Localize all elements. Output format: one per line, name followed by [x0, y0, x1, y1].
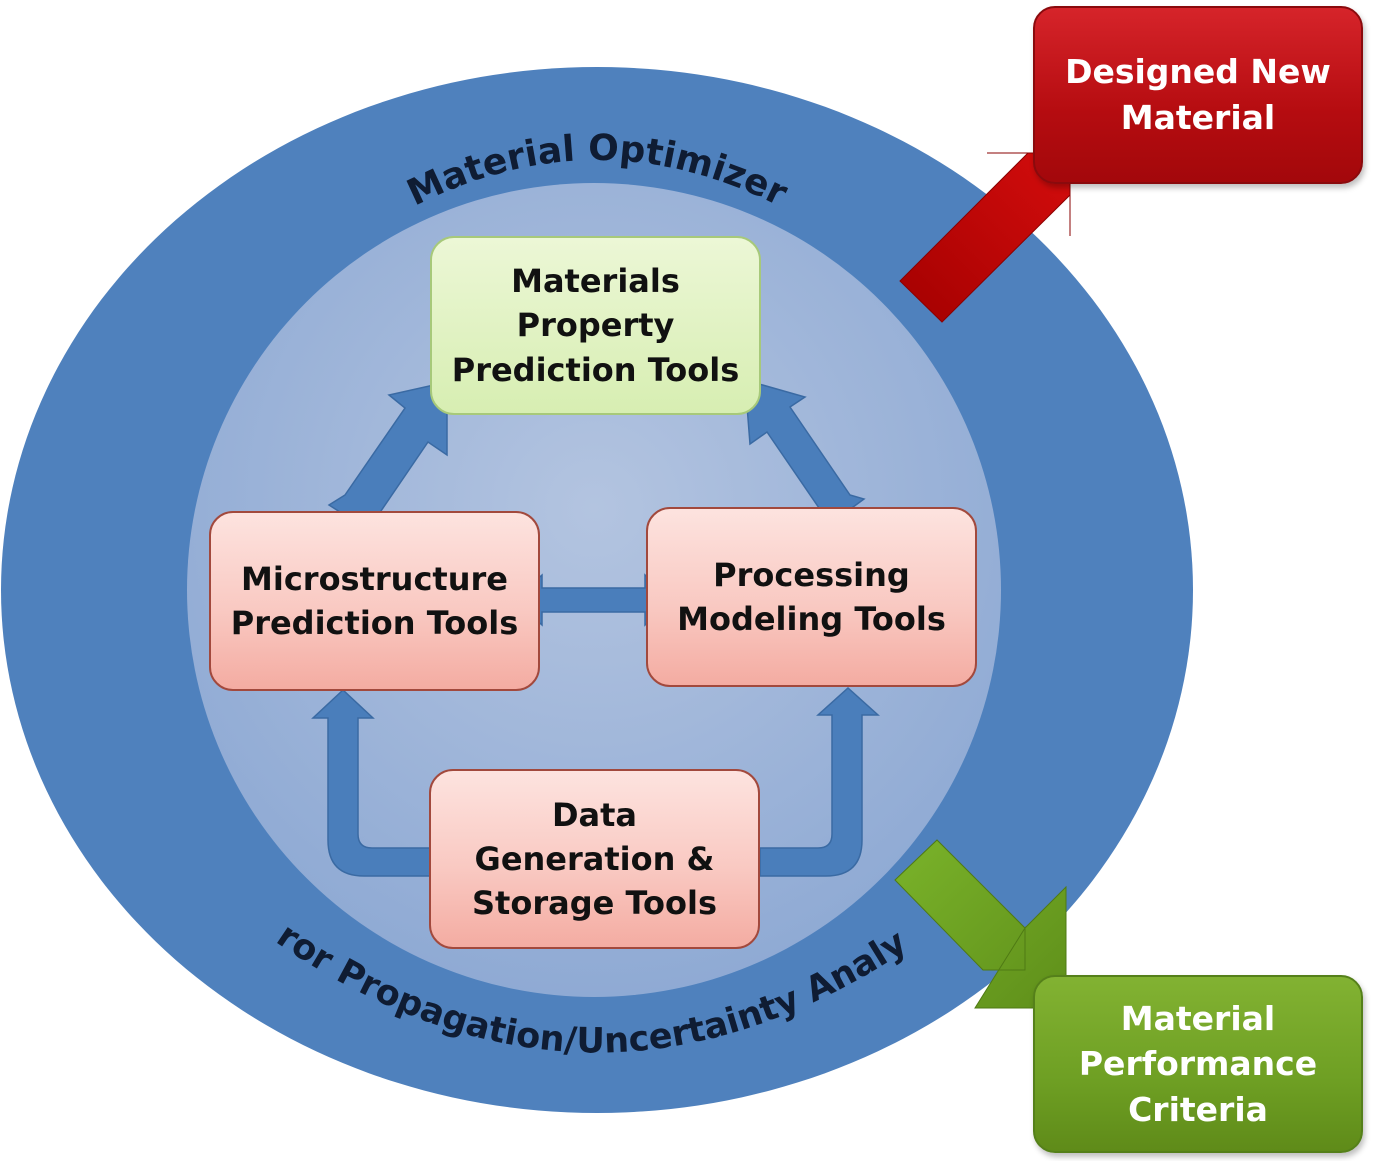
output-designed-new-material: Designed New Material [1033, 6, 1363, 184]
output-material-performance-criteria: Material Performance Criteria [1033, 975, 1363, 1153]
node-line: Storage Tools [471, 884, 717, 923]
node-line: Prediction Tools [451, 350, 740, 389]
node-processing-modeling: Processing Modeling Tools [646, 507, 977, 687]
node-property-prediction: Materials Property Prediction Tools [430, 236, 761, 415]
node-line: Property [516, 306, 675, 345]
node-line: Data [551, 795, 638, 834]
node-microstructure-prediction: Microstructure Prediction Tools [209, 511, 540, 691]
performance-criteria-arrow [894, 839, 1067, 1009]
node-line: Materials [511, 262, 680, 301]
output-line: Material [1120, 98, 1276, 137]
arrow-data-to-micro [311, 688, 431, 877]
node-line: Generation & [474, 839, 715, 878]
output-line: Material [1120, 998, 1276, 1038]
output-line: Designed New [1065, 52, 1331, 92]
arrow-data-to-processing [759, 686, 880, 877]
node-line: Microstructure [241, 559, 508, 598]
node-line: Processing [713, 555, 910, 594]
node-line: Modeling Tools [677, 600, 946, 638]
output-line: Performance [1078, 1044, 1318, 1084]
node-data-generation: Data Generation & Storage Tools [429, 769, 760, 949]
output-line: Criteria [1128, 1089, 1268, 1129]
node-line: Prediction Tools [230, 604, 519, 642]
designed-material-arrow [899, 152, 1071, 323]
flow-arrows [311, 378, 880, 877]
